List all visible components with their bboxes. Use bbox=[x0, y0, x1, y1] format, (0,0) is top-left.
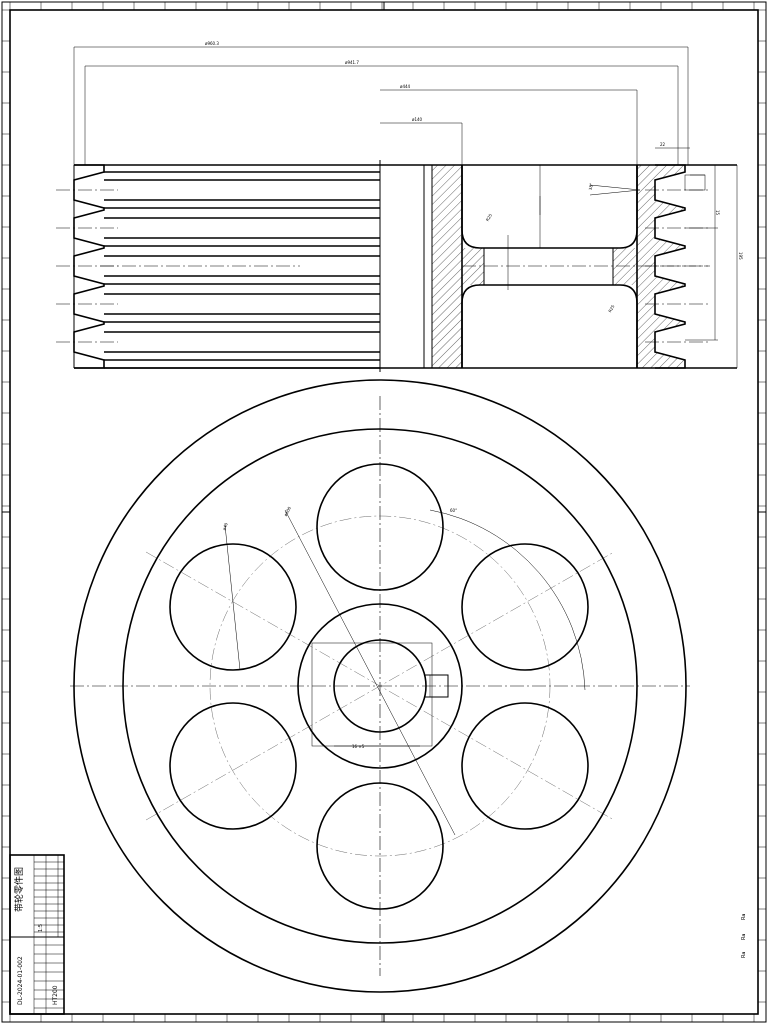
title-block-drawing-number: DL-2024-01-002 bbox=[17, 956, 24, 1005]
roughness-mark: Ra bbox=[741, 934, 747, 940]
dim-bore-diameter: ø444 bbox=[400, 84, 411, 89]
dim-groove-top: 22 bbox=[660, 142, 666, 147]
front-view: 16 ×5 ø600 60° ø40 bbox=[70, 379, 690, 993]
dim-outer-diameter: ø960.3 bbox=[205, 41, 219, 46]
dim-total-width: 195 bbox=[738, 252, 743, 260]
dim-pitch-diameter: ø941.7 bbox=[345, 60, 359, 65]
dim-radius-1: R25 bbox=[485, 212, 493, 222]
dim-radius-2: R25 bbox=[607, 304, 615, 314]
title-block-scale: 1:5 bbox=[38, 924, 44, 932]
groove-profile-right bbox=[654, 164, 686, 369]
lightening-hole bbox=[169, 543, 297, 671]
title-block-rows bbox=[34, 861, 64, 1009]
roughness-symbols: Ra Ra Ra bbox=[741, 914, 747, 958]
roughness-mark: Ra bbox=[741, 952, 747, 958]
roughness-mark: Ra bbox=[741, 914, 747, 920]
dim-hole-angle: 60° bbox=[450, 508, 457, 513]
dim-groove-width: 15 bbox=[715, 210, 720, 216]
dim-hole-pcd: ø600 bbox=[283, 505, 292, 517]
title-block-material: HT200 bbox=[52, 985, 59, 1005]
title-block-drawing-title: 带轮零件图 bbox=[13, 867, 25, 912]
section-view: ø960.3 ø941.7 ø444 ø140 22 bbox=[56, 41, 743, 372]
dim-hub-diameter: ø140 bbox=[412, 117, 423, 122]
top-dimensions: ø960.3 ø941.7 ø444 ø140 22 bbox=[73, 41, 690, 165]
lightening-hole bbox=[316, 463, 444, 591]
title-block: 带轮零件图 DL-2024-01-002 HT200 1:5 bbox=[9, 854, 65, 1015]
dim-keyway: 16 ×5 bbox=[352, 744, 365, 749]
lightening-hole bbox=[461, 543, 589, 671]
groove-centerlines bbox=[56, 189, 710, 343]
lightening-hole bbox=[169, 702, 297, 830]
angle-arc bbox=[429, 509, 586, 691]
dim-spoke: ø40 bbox=[221, 522, 228, 531]
groove-profile-left bbox=[73, 164, 380, 369]
dim-groove-angle: 38° bbox=[588, 183, 594, 191]
lightening-hole bbox=[461, 702, 589, 830]
